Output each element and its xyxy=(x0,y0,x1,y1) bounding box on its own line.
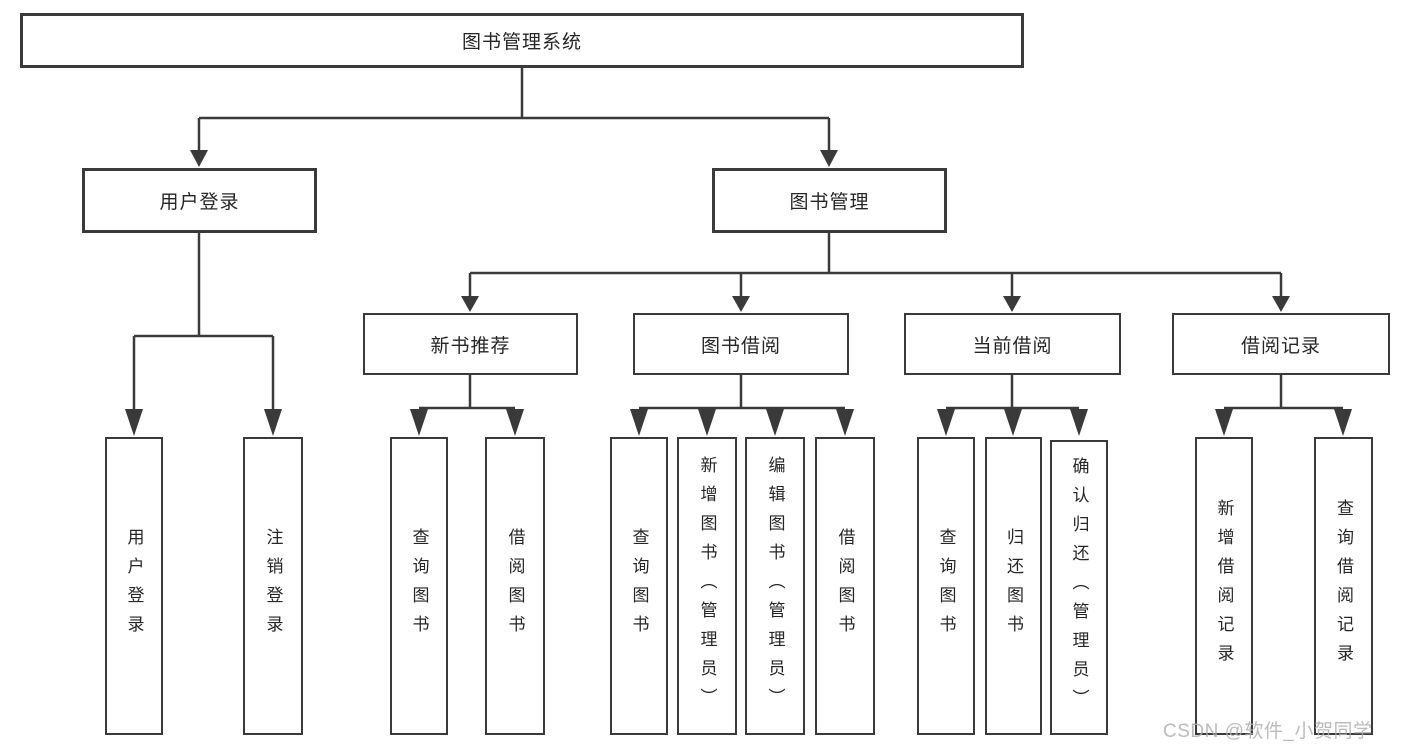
leaf-borrow-books: 借阅图书 xyxy=(815,437,875,735)
leaf-query-books: 查询图书 xyxy=(390,437,448,735)
leaf-return-books: 归还图书 xyxy=(985,437,1042,735)
leaf-add-book-admin-label: 新增图书（管理员） xyxy=(697,455,717,717)
leaf-query-borrow-record: 查询借阅记录 xyxy=(1314,437,1373,735)
node-book-borrowing: 图书借阅 xyxy=(633,313,849,375)
leaf-query-books-label: 查询图书 xyxy=(936,528,956,644)
leaf-query-borrow-record-label: 查询借阅记录 xyxy=(1334,499,1353,673)
node-book-management: 图书管理 xyxy=(712,168,947,233)
node-root-label: 图书管理系统 xyxy=(461,32,582,53)
leaf-borrow-books-label: 借阅图书 xyxy=(835,528,855,644)
node-user-login-label: 用户登录 xyxy=(159,192,240,213)
leaf-logout-label: 注销登录 xyxy=(263,528,283,644)
leaf-confirm-return-admin-label: 确认归还（管理员） xyxy=(1069,457,1089,718)
leaf-confirm-return-admin: 确认归还（管理员） xyxy=(1050,440,1108,735)
leaf-add-borrow-record-label: 新增借阅记录 xyxy=(1214,499,1234,673)
leaf-borrow-books: 借阅图书 xyxy=(485,437,545,735)
node-borrowing-records-label: 借阅记录 xyxy=(1240,335,1321,357)
leaf-logout: 注销登录 xyxy=(243,437,303,735)
node-borrowing-records: 借阅记录 xyxy=(1172,313,1390,375)
leaf-query-books: 查询图书 xyxy=(917,437,975,735)
node-user-login: 用户登录 xyxy=(82,168,317,233)
leaf-user-login: 用户登录 xyxy=(105,437,163,735)
leaf-edit-book-admin: 编辑图书（管理员） xyxy=(745,437,805,735)
leaf-user-login-label: 用户登录 xyxy=(124,528,144,644)
node-new-book-recommendation: 新书推荐 xyxy=(363,313,578,375)
leaf-query-books-label: 查询图书 xyxy=(629,528,649,644)
leaf-add-book-admin: 新增图书（管理员） xyxy=(677,437,737,735)
leaf-return-books-label: 归还图书 xyxy=(1004,528,1023,644)
node-root: 图书管理系统 xyxy=(20,13,1024,68)
leaf-add-borrow-record: 新增借阅记录 xyxy=(1195,437,1253,735)
watermark: CSDN @软件_小贺同学 xyxy=(1163,721,1373,742)
node-book-borrowing-label: 图书借阅 xyxy=(700,335,781,357)
leaf-borrow-books-label: 借阅图书 xyxy=(505,528,525,644)
node-current-borrowing-label: 当前借阅 xyxy=(972,335,1053,357)
leaf-query-books-label: 查询图书 xyxy=(409,528,429,644)
node-new-book-recommendation-label: 新书推荐 xyxy=(430,335,511,357)
node-current-borrowing: 当前借阅 xyxy=(904,313,1121,375)
node-book-management-label: 图书管理 xyxy=(789,192,870,213)
leaf-query-books: 查询图书 xyxy=(610,437,668,735)
leaf-edit-book-admin-label: 编辑图书（管理员） xyxy=(765,455,785,717)
